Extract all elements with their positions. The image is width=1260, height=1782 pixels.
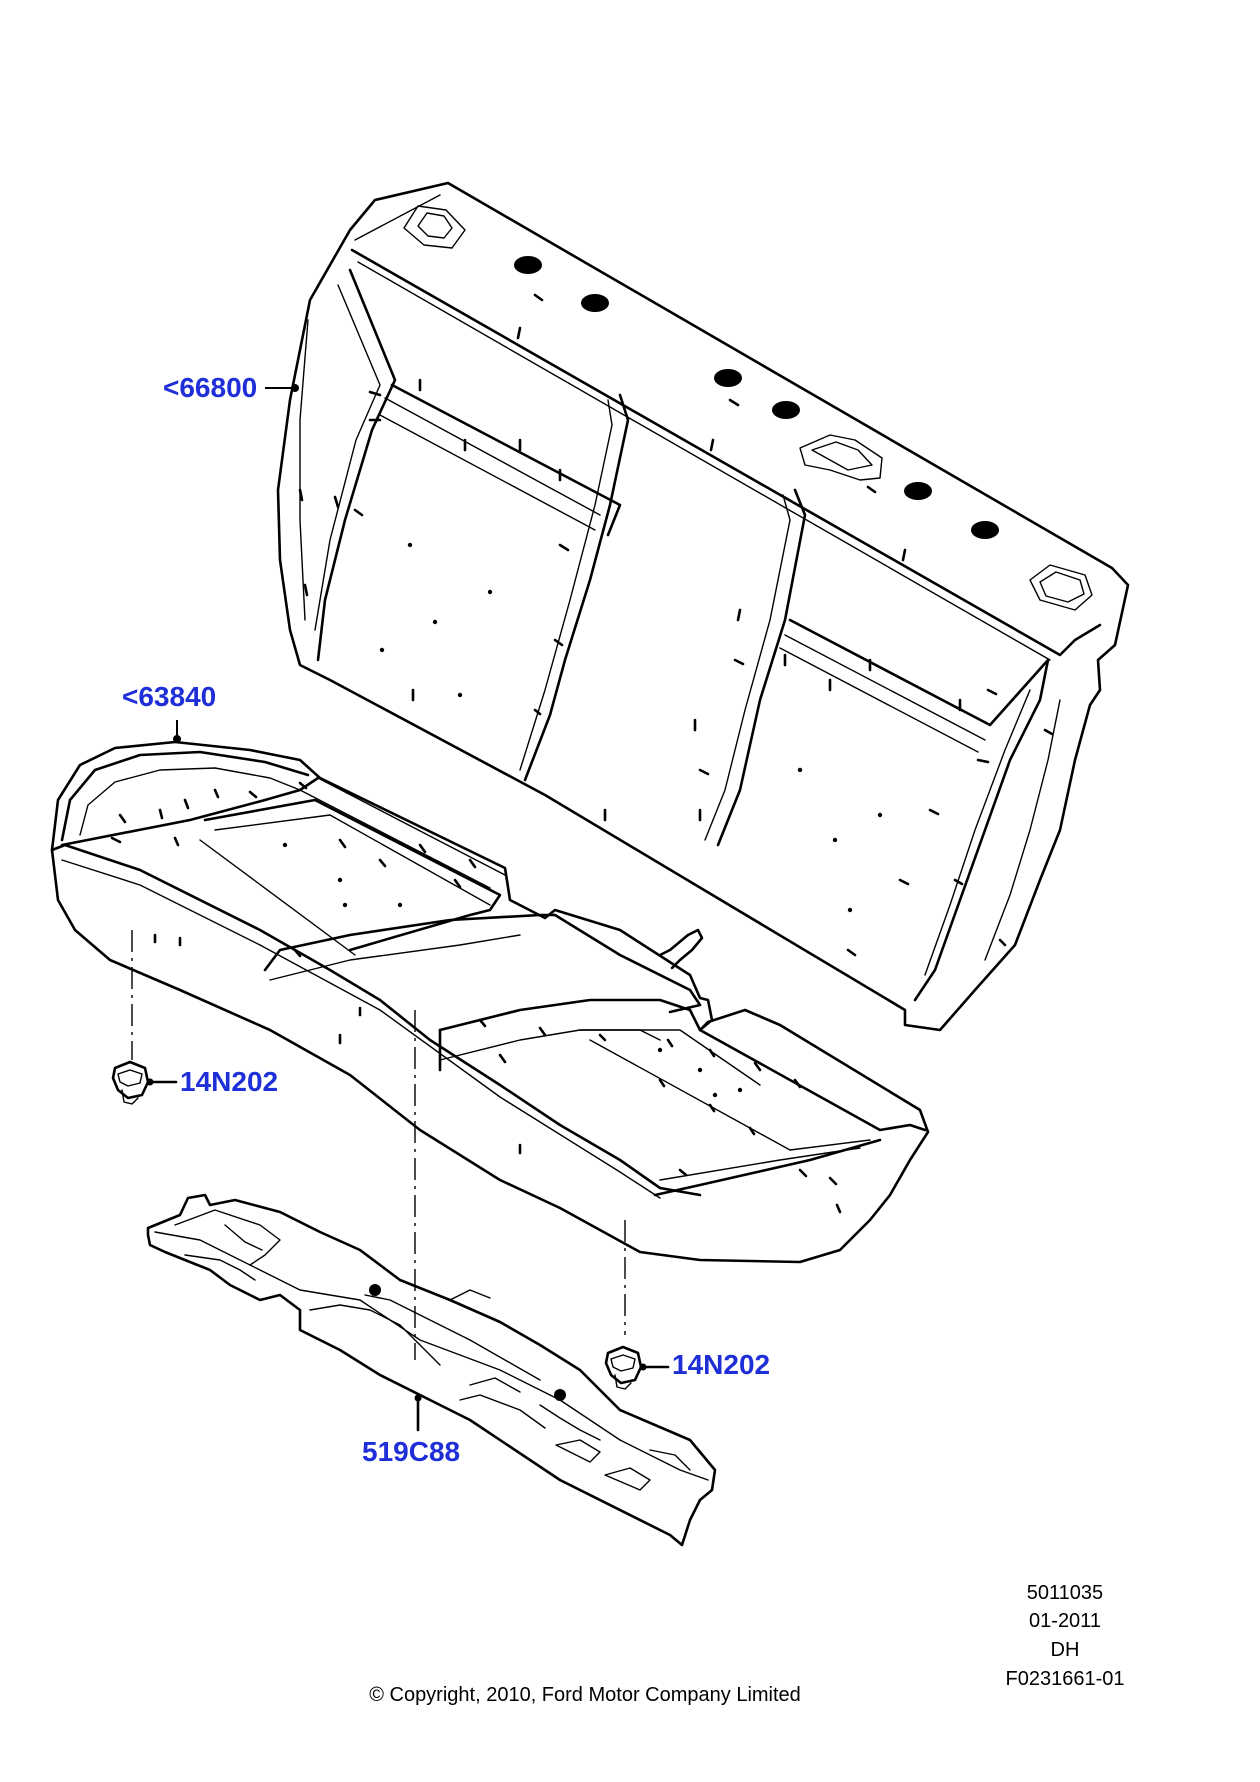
seat-cushion-illustration[interactable] [50, 735, 930, 1264]
trim-panel-illustration[interactable] [146, 1193, 717, 1547]
doc-code: DH [1050, 1639, 1080, 1661]
doc-date: 01-2011 [1029, 1610, 1101, 1632]
leader-lines [176, 387, 295, 739]
figure-id: F0231661-01 [1005, 1668, 1125, 1690]
callout-cushion[interactable]: <63840 [122, 681, 217, 712]
push-clip-illustration-right[interactable] [604, 1345, 670, 1390]
assembly-centerlines [131, 930, 626, 1360]
callout-backrest[interactable]: <66800 [163, 372, 258, 403]
callout-trim-panel[interactable]: 519C88 [362, 1436, 461, 1467]
push-clip-illustration-left[interactable] [111, 1060, 178, 1105]
doc-number: 5011035 [1026, 1582, 1104, 1604]
seat-backrest-illustration[interactable] [276, 181, 1130, 1032]
copyright-notice: © Copyright, 2010, Ford Motor Company Li… [369, 1684, 801, 1706]
callout-clip-right[interactable]: 14N202 [672, 1349, 771, 1380]
callout-clip-left[interactable]: 14N202 [180, 1066, 279, 1097]
